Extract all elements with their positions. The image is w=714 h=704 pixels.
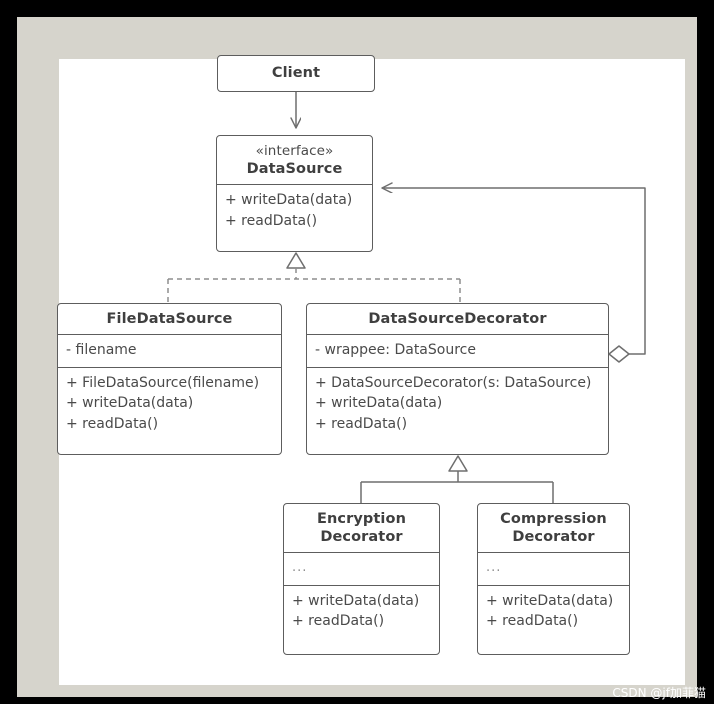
attribute-row: ... xyxy=(292,560,308,575)
attribute-row: - wrappee: DataSource xyxy=(315,342,476,358)
methods-compartment-datasource: + writeData(data) + readData() xyxy=(217,185,372,237)
class-box-client[interactable]: Client xyxy=(217,55,375,92)
compartment-divider xyxy=(284,552,439,553)
method-row: + writeData(data) xyxy=(292,592,420,609)
class-name-filedatasource: FileDataSource xyxy=(106,311,233,327)
compartment-divider xyxy=(307,334,608,335)
class-name-compressiondecorator-line2: Decorator xyxy=(512,529,595,545)
method-row: + readData() xyxy=(292,613,385,629)
method-row: + writeData(data) xyxy=(225,192,353,208)
compartment-divider xyxy=(307,366,608,368)
class-title-datasourcedecorator: DataSourceDecorator xyxy=(307,304,608,334)
class-name-compressiondecorator-line1: Compression xyxy=(500,511,607,527)
class-box-encryptiondecorator[interactable]: Encryption Decorator ... + writeData(dat… xyxy=(283,503,440,655)
class-box-datasource[interactable]: «interface» DataSource + writeData(data)… xyxy=(216,135,373,252)
class-name-encryptiondecorator-line1: Encryption xyxy=(317,511,406,527)
method-row: + readData() xyxy=(315,415,408,432)
attributes-compartment-datasourcedecorator: - wrappee: DataSource xyxy=(307,335,608,367)
compartment-divider xyxy=(58,366,281,368)
method-row: + FileDataSource(filename) xyxy=(66,374,260,391)
csdn-watermark: CSDN @jf加菲猫 xyxy=(612,686,706,700)
method-row: + readData() xyxy=(66,415,159,432)
methods-compartment-compressiondecorator: + writeData(data) + readData() xyxy=(478,586,629,638)
attributes-compartment-filedatasource: - filename xyxy=(58,335,281,367)
attribute-row: - filename xyxy=(66,342,137,358)
method-row: + writeData(data) xyxy=(66,395,194,411)
class-box-compressiondecorator[interactable]: Compression Decorator ... + writeData(da… xyxy=(477,503,630,655)
method-row: + readData() xyxy=(225,212,318,229)
class-title-datasource: «interface» DataSource xyxy=(217,136,372,184)
class-title-encryptiondecorator: Encryption Decorator xyxy=(284,504,439,552)
method-row: + DataSourceDecorator(s: DataSource) xyxy=(315,374,592,391)
attributes-compartment-compressiondecorator: ... xyxy=(478,553,629,585)
class-name-datasourcedecorator: DataSourceDecorator xyxy=(368,311,547,327)
class-box-filedatasource[interactable]: FileDataSource - filename + FileDataSour… xyxy=(57,303,282,455)
compartment-divider xyxy=(478,552,629,553)
methods-compartment-filedatasource: + FileDataSource(filename) + writeData(d… xyxy=(58,368,281,441)
class-title-client: Client xyxy=(218,56,374,88)
class-title-filedatasource: FileDataSource xyxy=(58,304,281,334)
class-name-encryptiondecorator-line2: Decorator xyxy=(320,529,403,545)
attribute-row: ... xyxy=(486,560,502,575)
compartment-divider xyxy=(217,184,372,185)
methods-compartment-encryptiondecorator: + writeData(data) + readData() xyxy=(284,586,439,638)
attributes-compartment-encryptiondecorator: ... xyxy=(284,553,439,585)
method-row: + writeData(data) xyxy=(315,395,443,411)
class-box-datasourcedecorator[interactable]: DataSourceDecorator - wrappee: DataSourc… xyxy=(306,303,609,455)
compartment-divider xyxy=(478,584,629,586)
method-row: + writeData(data) xyxy=(486,592,614,609)
class-name-client: Client xyxy=(271,65,321,81)
class-stereotype-datasource: «interface» xyxy=(255,143,334,159)
class-name-datasource: DataSource xyxy=(246,161,343,177)
class-title-compressiondecorator: Compression Decorator xyxy=(478,504,629,552)
compartment-divider xyxy=(58,334,281,335)
methods-compartment-datasourcedecorator: + DataSourceDecorator(s: DataSource) + w… xyxy=(307,368,608,441)
compartment-divider xyxy=(284,584,439,586)
method-row: + readData() xyxy=(486,613,579,629)
